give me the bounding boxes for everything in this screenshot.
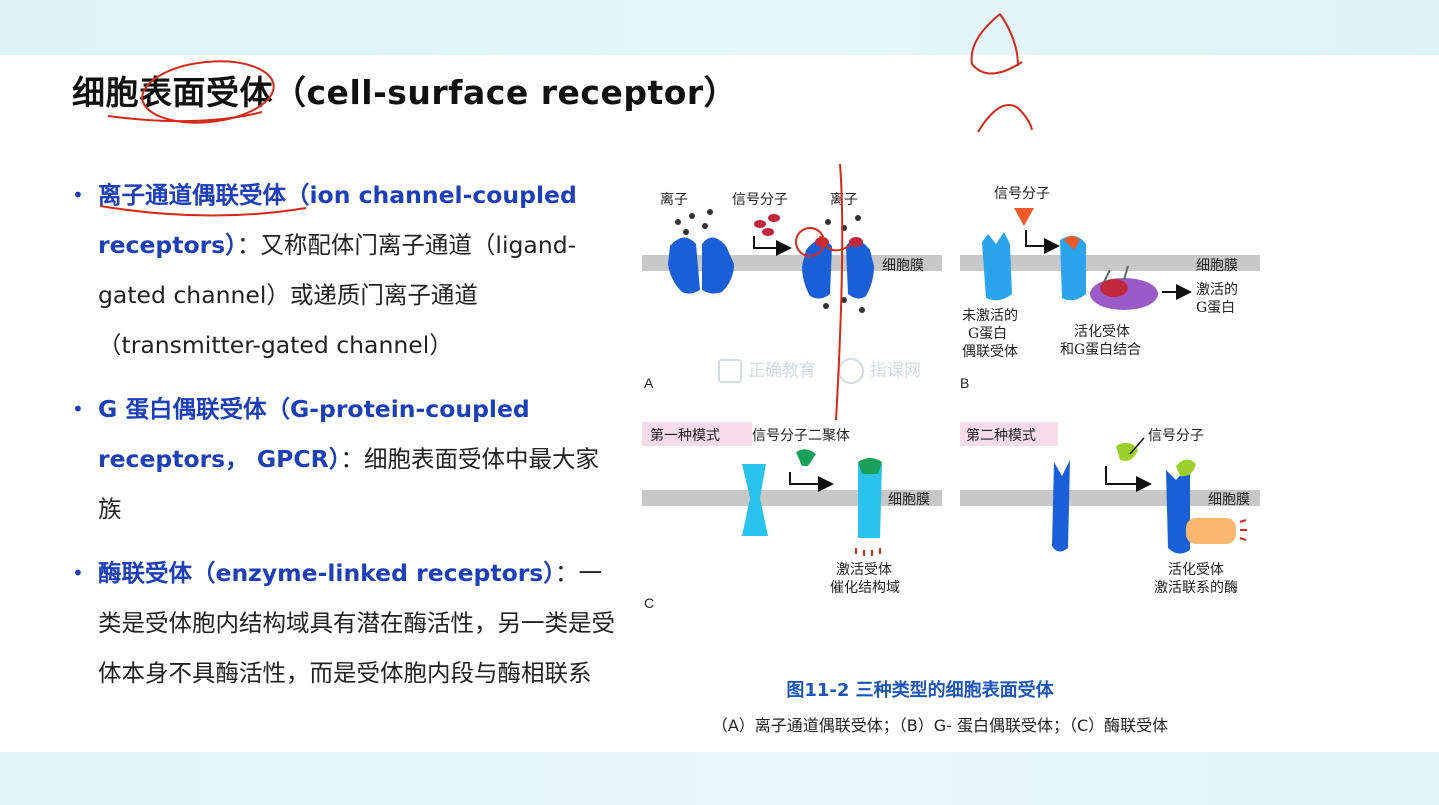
bullet-list: • 离子通道偶联受体（ion channel-coupled receptors…	[72, 170, 617, 698]
channel-closed-left	[668, 237, 700, 294]
label-mode1-out-1: 激活受体	[836, 561, 892, 578]
label-membrane-b: 细胞膜	[1196, 258, 1238, 274]
slide-title: 细胞表面受体（cell-surface receptor）	[72, 73, 738, 112]
label-activated-g-2: G蛋白	[1196, 300, 1235, 316]
panel-b: 信号分子 细胞膜 激活的 G蛋白 未激活的 G蛋白 偶联受体 活化受体 和G蛋白…	[960, 186, 1260, 391]
label-mode2-signal: 信号分子	[1148, 428, 1204, 444]
bullet-dot-icon: •	[72, 397, 84, 421]
receptor-figure: 离子 信号分子 离子 细胞膜 A 信号分子 细胞膜 激活的 G蛋白 未激活的 G…	[642, 186, 1260, 611]
panel-letter-c: C	[644, 595, 654, 611]
bullet-text: ：一类是受体胞内结构域具有潜在酶活性，另一类是受体本身不具酶活性，而是受体胞内段…	[98, 559, 615, 687]
label-active-1: 活化受体	[1074, 324, 1130, 340]
watermark-brand2: 指课网	[870, 361, 921, 381]
panel-a: 离子 信号分子 离子 细胞膜 A	[642, 191, 942, 391]
label-mode1-membrane: 细胞膜	[888, 492, 930, 508]
membrane-band	[960, 255, 1260, 271]
bullet-gpcr: • G 蛋白偶联受体（G-protein-coupled receptors， …	[72, 384, 617, 534]
label-active-2: 和G蛋白结合	[1060, 342, 1141, 358]
bullet-highlight: 离子通道偶联受体（ion channel-coupled receptors）	[98, 181, 577, 259]
bottom-band	[0, 752, 1439, 805]
label-signal-a: 信号分子	[732, 192, 788, 208]
bullet-text: ：细胞表面受体中最大家族	[98, 445, 599, 523]
channel-closed-right	[702, 237, 734, 294]
label-ion-right: 离子	[830, 191, 858, 208]
ink-sketch-bottom	[977, 104, 1033, 133]
bullet-highlight: 酶联受体（enzyme-linked receptors）	[98, 559, 556, 587]
panel-c-mode2: 第二种模式 信号分子 细胞膜 活化受体 激活联系的酶	[960, 422, 1260, 596]
label-inactive-1: 未激活的	[962, 307, 1018, 324]
active-gpcr	[1060, 235, 1086, 301]
label-mode1-out-2: 催化结构域	[830, 580, 900, 596]
channel-open-right	[846, 239, 874, 299]
label-mode2-out-2: 激活联系的酶	[1154, 579, 1238, 596]
figure-subcaption: （A）离子通道偶联受体；（B）G- 蛋白偶联受体；（C）酶联受体	[711, 716, 1169, 735]
label-ion-left: 离子	[660, 191, 688, 208]
label-membrane-a: 细胞膜	[882, 258, 924, 274]
bullet-text: ：又称配体门离子通道（ligand-gated channel）或递质门离子通道…	[98, 231, 577, 359]
label-mode2-out-1: 活化受体	[1168, 562, 1224, 578]
panel-c-mode1: 第一种模式 信号分子二聚体 细胞膜 激活受体 催化结构域 C	[642, 422, 942, 611]
figure-caption: 图11-2 三种类型的细胞表面受体	[786, 680, 1054, 701]
label-signal-b: 信号分子	[994, 186, 1050, 202]
panel-letter-a: A	[644, 375, 654, 391]
top-band	[0, 0, 1439, 55]
channel-open-left	[802, 239, 832, 299]
label-inactive-3: 偶联受体	[962, 344, 1018, 360]
label-mode2-membrane: 细胞膜	[1208, 492, 1250, 508]
bullet-dot-icon: •	[72, 561, 84, 585]
panel-letter-b: B	[960, 375, 969, 391]
receptor-monomer	[742, 464, 768, 536]
label-mode1: 第一种模式	[650, 427, 720, 444]
check-icon	[718, 359, 742, 383]
watermark-brand1: 正确教育	[748, 361, 816, 381]
bullet-enzyme-linked: • 酶联受体（enzyme-linked receptors）：一类是受体胞内结…	[72, 548, 617, 698]
label-mode1-signal: 信号分子二聚体	[752, 428, 850, 444]
label-mode2: 第二种模式	[966, 427, 1036, 444]
receptor-inactive-mode2	[1052, 460, 1070, 552]
bullet-highlight: G 蛋白偶联受体（G-protein-coupled receptors， GP…	[98, 395, 530, 473]
bullet-dot-icon: •	[72, 183, 84, 207]
bullet-ion-channel: • 离子通道偶联受体（ion channel-coupled receptors…	[72, 170, 617, 370]
label-inactive-2: G蛋白	[968, 326, 1007, 342]
inactive-gpcr	[982, 232, 1012, 301]
label-activated-g-1: 激活的	[1196, 281, 1238, 298]
